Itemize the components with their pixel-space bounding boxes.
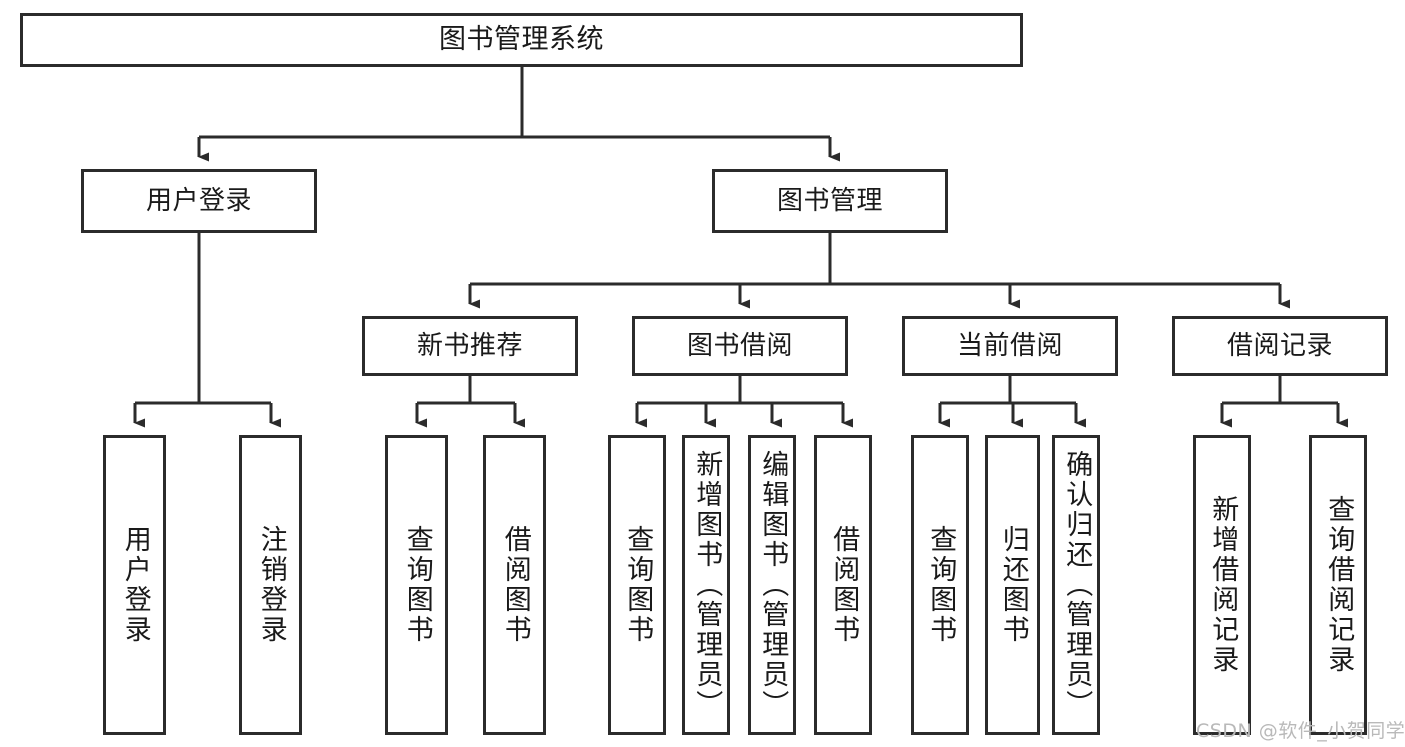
node-leaf-borrow-book[interactable]: 借阅图书 xyxy=(814,435,872,735)
node-label: 查询借阅记录 xyxy=(1323,495,1355,675)
node-label: 查询图书 xyxy=(622,525,654,645)
node-label: 借阅记录 xyxy=(1226,330,1333,361)
node-leaf-borrow-book-rec[interactable]: 借阅图书 xyxy=(483,435,546,735)
node-label: 查询图书 xyxy=(925,525,957,645)
node-leaf-query-book-rec[interactable]: 查询图书 xyxy=(385,435,448,735)
node-leaf-confirm-return[interactable]: 确认归还（管理员） xyxy=(1052,435,1100,735)
node-book-manage[interactable]: 图书管理 xyxy=(712,169,948,233)
node-leaf-edit-book[interactable]: 编辑图书（管理员） xyxy=(748,435,796,735)
node-leaf-add-record[interactable]: 新增借阅记录 xyxy=(1193,435,1251,735)
watermark-text: CSDN @软件_小贺同学 xyxy=(1196,720,1405,742)
node-leaf-query-book-cur[interactable]: 查询图书 xyxy=(911,435,969,735)
node-root[interactable]: 图书管理系统 xyxy=(20,13,1023,67)
node-current-borrow[interactable]: 当前借阅 xyxy=(902,316,1118,376)
node-book-borrow[interactable]: 图书借阅 xyxy=(632,316,848,376)
node-label: 图书管理系统 xyxy=(439,24,604,56)
node-leaf-query-book[interactable]: 查询图书 xyxy=(608,435,666,735)
node-label: 编辑图书（管理员） xyxy=(757,450,789,720)
node-label: 用户登录 xyxy=(145,185,252,216)
node-label: 查询图书 xyxy=(401,525,433,645)
node-label: 借阅图书 xyxy=(828,525,860,645)
node-label: 用户登录 xyxy=(119,525,151,645)
node-label: 注销登录 xyxy=(255,525,287,645)
node-label: 图书借阅 xyxy=(686,330,793,361)
node-label: 确认归还（管理员） xyxy=(1061,450,1093,720)
node-leaf-user-login[interactable]: 用户登录 xyxy=(103,435,166,735)
node-label: 当前借阅 xyxy=(956,330,1063,361)
node-label: 借阅图书 xyxy=(499,525,531,645)
node-leaf-user-logout[interactable]: 注销登录 xyxy=(239,435,302,735)
node-label: 新增借阅记录 xyxy=(1207,495,1239,675)
node-label: 图书管理 xyxy=(776,185,883,216)
node-leaf-add-book[interactable]: 新增图书（管理员） xyxy=(682,435,730,735)
node-borrow-record[interactable]: 借阅记录 xyxy=(1172,316,1388,376)
node-label: 新书推荐 xyxy=(416,330,523,361)
node-leaf-query-record[interactable]: 查询借阅记录 xyxy=(1309,435,1367,735)
node-new-book-rec[interactable]: 新书推荐 xyxy=(362,316,578,376)
node-user-login[interactable]: 用户登录 xyxy=(81,169,317,233)
node-leaf-return-book[interactable]: 归还图书 xyxy=(985,435,1040,735)
node-label: 新增图书（管理员） xyxy=(691,450,723,720)
node-label: 归还图书 xyxy=(997,525,1029,645)
